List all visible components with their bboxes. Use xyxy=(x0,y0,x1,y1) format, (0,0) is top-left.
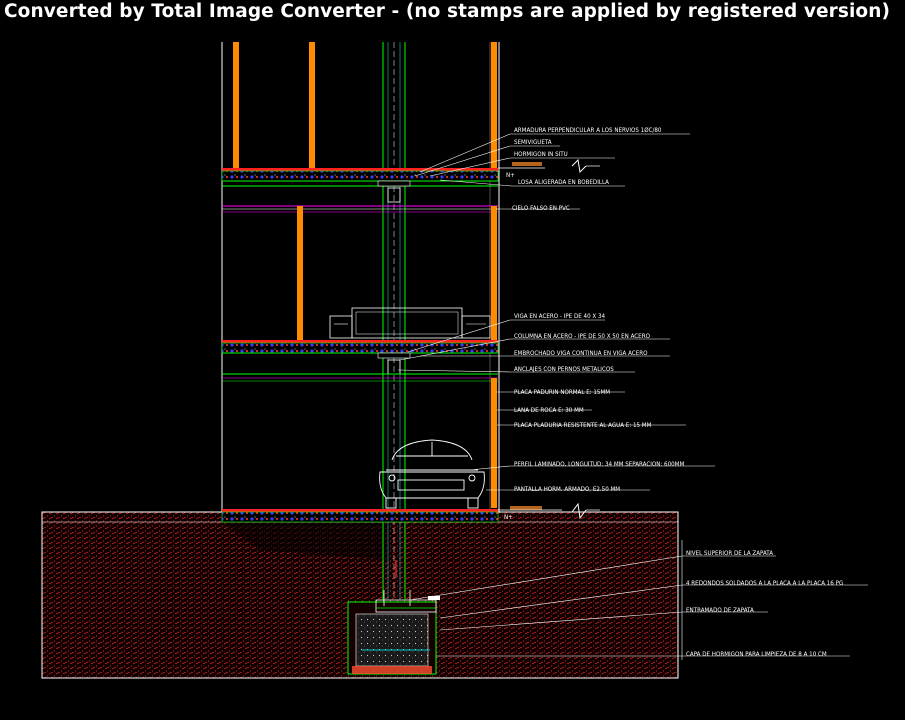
label-capa-hormigon: CAPA DE HORMIGON PARA LIMPIEZA DE 8 A 10… xyxy=(686,651,827,658)
label-entramado: ENTRAMADO DE ZAPATA xyxy=(686,607,754,614)
label-lana-roca: LANA DE ROCA E: 30 MM xyxy=(514,407,584,414)
ground-slab xyxy=(221,509,499,523)
label-armadura: ARMADURA PERPENDICULAR A LOS NERVIOS 1ØC… xyxy=(514,126,662,134)
label-cielo-falso: CIELO FALSO EN PVC xyxy=(512,205,570,212)
label-perfil-laminado: PERFIL LAMINADO, LONGUITUD: 34 MM SEPARA… xyxy=(514,461,684,468)
ground-floor-wall xyxy=(491,378,542,510)
building-outline xyxy=(221,42,500,512)
label-placa-pladuria: PLACA PLADURIA RESISTENTE AL AGUA E: 15 … xyxy=(514,422,652,429)
label-redondos: 4 REDONDOS SOLDADOS A LA PLACA A LA PLAC… xyxy=(686,580,843,587)
label-hormigon-in-situ: HORMIGON IN SITU xyxy=(514,151,568,158)
upper-slab xyxy=(221,162,542,213)
label-placa-padurin: PLACA PADURIN NORMAL E: 15MM xyxy=(514,389,610,396)
label-columna-acero: COLUMNA EN ACERO - IPE DE 50 X 50 EN ACE… xyxy=(514,333,651,340)
label-nivel-zapata: NIVEL SUPERIOR DE LA ZAPATA xyxy=(686,550,773,557)
middle-floor-columns xyxy=(297,206,497,342)
car-elevation xyxy=(379,439,485,509)
level-marker-upper: N+ xyxy=(498,158,600,179)
label-losa-aligerada: LOSA ALIGERADA EN BOBEDILLA xyxy=(518,179,609,186)
converter-banner: Converted by Total Image Converter - (no… xyxy=(4,1,891,22)
level-mark-upper: N+ xyxy=(506,172,515,179)
middle-slab xyxy=(221,340,499,382)
level-marker-ground: N+ xyxy=(498,502,600,521)
label-embrochado: EMBROCHADO VIGA CONTINUA EN VIGA ACERO xyxy=(514,350,648,357)
central-column xyxy=(382,42,406,600)
steel-beam xyxy=(329,307,491,339)
label-anclajes: ANCLAJES CON PERNOS METALICOS xyxy=(514,366,614,373)
leader-lines xyxy=(397,133,868,660)
level-mark-ground: N+ xyxy=(504,514,513,521)
label-semivigueta: SEMIVIGUETA xyxy=(514,139,552,146)
label-pantalla-horm: PANTALLA HORM. ARMADO, E2.50 MM xyxy=(514,486,620,493)
label-viga-acero: VIGA EN ACERO - IPE DE 40 X 34 xyxy=(514,313,606,320)
upper-floor-columns xyxy=(233,42,497,168)
annotation-labels: ARMADURA PERPENDICULAR A LOS NERVIOS 1ØC… xyxy=(512,126,843,658)
footing xyxy=(347,590,440,675)
